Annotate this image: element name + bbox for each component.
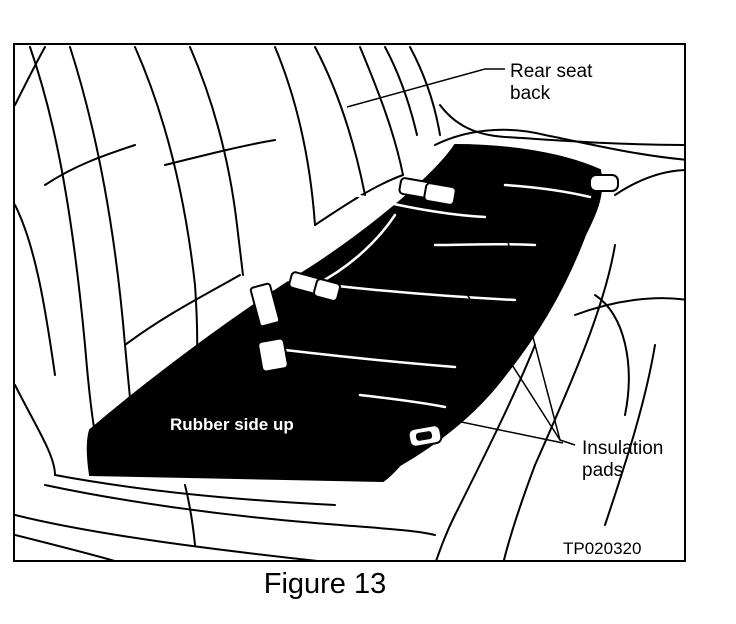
insulation-pad — [86, 143, 603, 483]
figure-frame: Rear seat back Insulation pads Rubber si… — [13, 43, 686, 562]
leader-insulation-2 — [446, 262, 561, 441]
insulation-pads-label-line2: pads — [582, 460, 624, 481]
insulation-pads-label: Insulation — [582, 438, 664, 459]
part-code: TP020320 — [563, 539, 642, 558]
rear-seat-back-label-line2: back — [510, 83, 551, 104]
leader-rear-seat-back — [346, 68, 505, 108]
seat-illustration — [15, 46, 684, 560]
seat-belt-buckles — [249, 177, 457, 373]
figure-caption: Figure 13 — [263, 568, 387, 600]
leader-insulation-3 — [354, 399, 564, 444]
rubber-side-up-label: Rubber side up — [170, 415, 294, 434]
seat-back-left-edge — [15, 46, 46, 106]
seat-back-seam — [29, 46, 104, 466]
clip — [589, 174, 619, 192]
rear-seat-back-label: Rear seat — [510, 61, 593, 82]
